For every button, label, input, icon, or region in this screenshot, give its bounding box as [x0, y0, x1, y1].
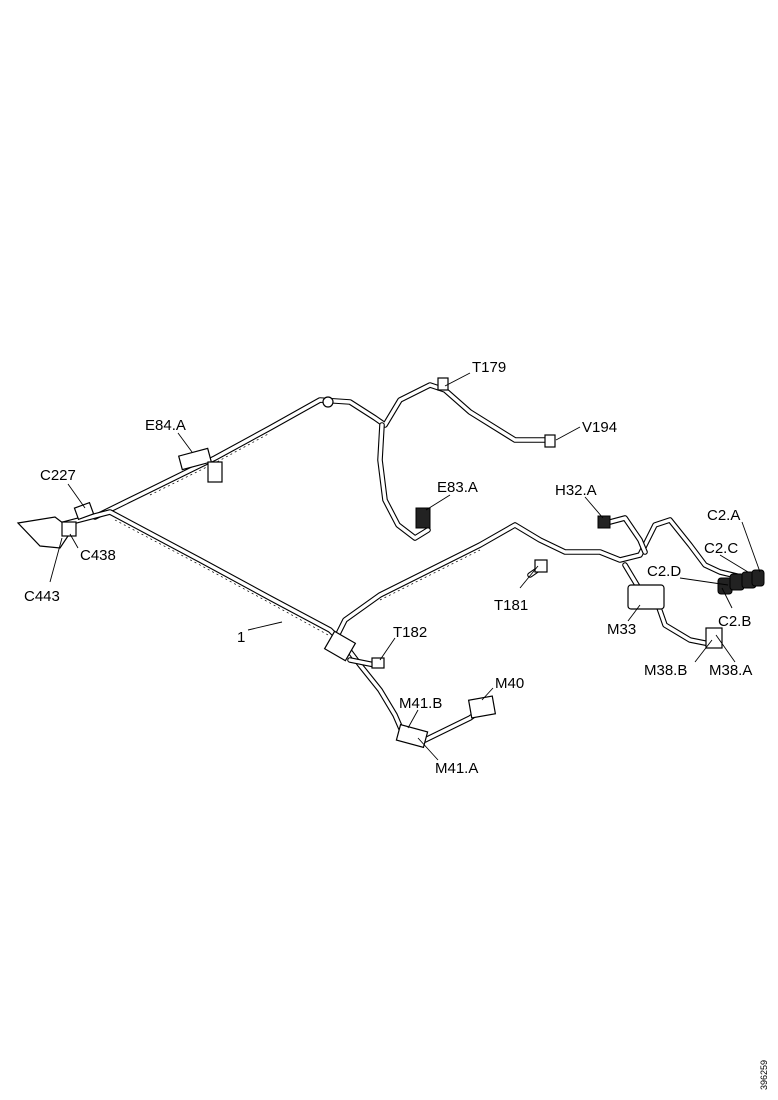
t179-clip-shape: [322, 396, 334, 408]
label-m41b: M41.B: [399, 695, 442, 712]
label-m38b: M38.B: [644, 662, 687, 679]
label-c2c: C2.C: [704, 540, 738, 557]
label-c443: C443: [24, 588, 60, 605]
label-m38a: M38.A: [709, 662, 752, 679]
label-c2b: C2.B: [718, 613, 751, 630]
center-junction-shape: [323, 630, 357, 662]
label-m41a: M41.A: [435, 760, 478, 777]
m33-component-shape: [627, 584, 665, 610]
label-c2d: C2.D: [647, 563, 681, 580]
label-t182: T182: [393, 624, 427, 641]
label-t179: T179: [472, 359, 506, 376]
label-c438: C438: [80, 547, 116, 564]
leader-lines: [49, 372, 761, 761]
label-c2a: C2.A: [707, 507, 740, 524]
t182-connector-shape: [371, 657, 385, 669]
label-m33: M33: [607, 621, 636, 638]
label-c227: C227: [40, 467, 76, 484]
label-m40: M40: [495, 675, 524, 692]
label-t181: T181: [494, 597, 528, 614]
h32a-connector-shape: [597, 515, 611, 529]
t181-connector-shape: [534, 559, 548, 573]
c443-bracket-shape: [16, 516, 73, 549]
c438-connector-shape: [61, 521, 77, 537]
c2-connector-cluster: [717, 569, 765, 595]
components: [16, 377, 765, 749]
v194-connector-shape: [544, 434, 556, 448]
c227-connector-shape: [73, 501, 95, 521]
callout-labels: T179 V194 E84.A E83.A H32.A C2.A C2.C C2…: [24, 359, 752, 777]
m41-component-shape: [395, 723, 429, 749]
m40-component-shape: [467, 695, 497, 719]
label-v194: V194: [582, 419, 617, 436]
label-h32a: H32.A: [555, 482, 597, 499]
e84a-connector-shape: [177, 447, 213, 471]
harness-branches: [57, 382, 748, 743]
e84a-clip-shape: [207, 461, 223, 483]
label-e84a: E84.A: [145, 417, 186, 434]
label-e83a: E83.A: [437, 479, 478, 496]
label-item-1: 1: [237, 629, 245, 646]
e83a-connector-shape: [415, 507, 431, 529]
reference-number: 396259: [759, 1060, 769, 1090]
t179-connector-shape: [437, 377, 449, 391]
